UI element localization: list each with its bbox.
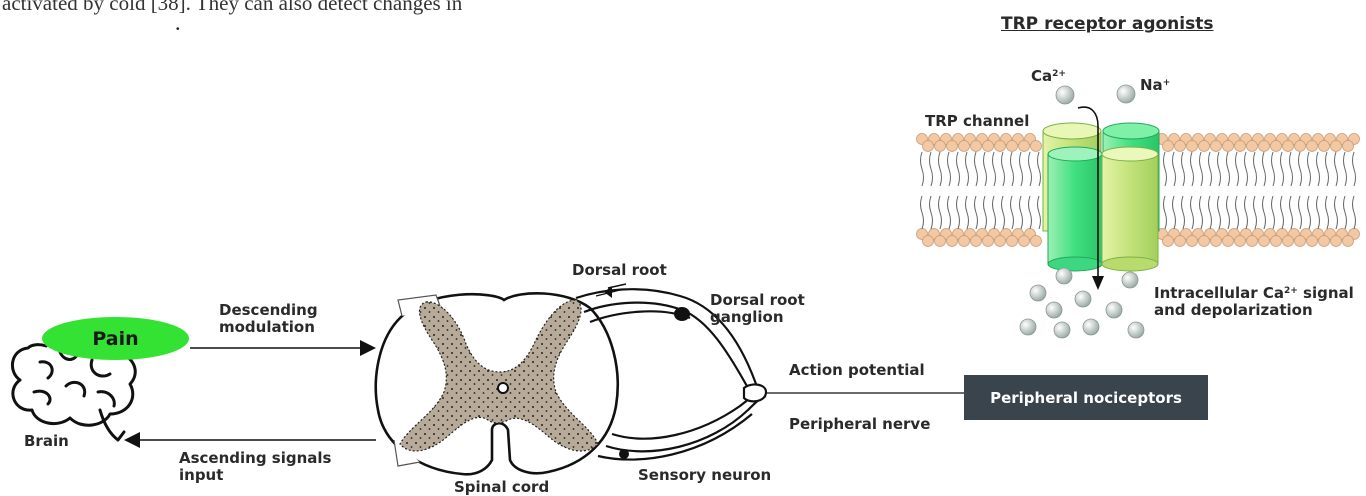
lipid-head — [1259, 141, 1270, 152]
lipid-head — [1247, 236, 1258, 247]
trp-channel-label: TRP channel — [925, 113, 1029, 130]
lipid-head — [971, 236, 982, 247]
lipid-head — [1175, 236, 1186, 247]
lipid-head — [1187, 236, 1198, 247]
lipid-head — [1295, 236, 1306, 247]
lipid-head — [959, 236, 970, 247]
lipid-head — [1007, 141, 1018, 152]
ganglion-cell — [674, 307, 690, 321]
ion-na-label: Na+ — [1140, 77, 1170, 94]
lipid-head — [935, 141, 946, 152]
lipid-head — [1163, 141, 1174, 152]
lipid-head — [995, 236, 1006, 247]
lipid-head — [923, 141, 934, 152]
lipid-head — [995, 141, 1006, 152]
lipid-head — [1175, 141, 1186, 152]
lipid-head — [1319, 236, 1330, 247]
lipid-head — [983, 236, 994, 247]
lipid-head — [1283, 141, 1294, 152]
lipid-head — [1031, 141, 1042, 152]
lipid-head — [1019, 236, 1030, 247]
spinal-cord-label: Spinal cord — [454, 479, 549, 496]
action-potential-label: Action potential — [789, 362, 925, 379]
descending-arrowhead — [360, 340, 376, 356]
lipid-head — [983, 141, 994, 152]
lipid-head — [1331, 141, 1342, 152]
lipid-head — [1319, 141, 1330, 152]
lipid-head — [947, 141, 958, 152]
intracellular-label: Intracellular Ca2+ signal and depolariza… — [1154, 285, 1354, 319]
sensory-neuron-label: Sensory neuron — [638, 467, 771, 484]
lipid-head — [1247, 141, 1258, 152]
spinal-cord-section — [376, 293, 618, 474]
sensory-neuron-cell — [619, 449, 629, 459]
lipid-head — [1271, 236, 1282, 247]
trp-channel — [1043, 123, 1159, 271]
lipid-head — [1223, 141, 1234, 152]
peripheral-nociceptors-box: Peripheral nociceptors — [964, 375, 1208, 420]
extracellular-ions — [1056, 85, 1135, 104]
lipid-head — [923, 236, 934, 247]
lipid-head — [1331, 236, 1342, 247]
lipid-head — [1211, 236, 1222, 247]
lipid-head — [1199, 141, 1210, 152]
intracellular-ions — [1020, 268, 1144, 338]
diagram-title: TRP receptor agonists — [1001, 14, 1213, 34]
lipid-head — [1211, 141, 1222, 152]
lipid-head — [1007, 236, 1018, 247]
lipid-head — [959, 141, 970, 152]
ion-flow-arrowhead — [1092, 276, 1104, 290]
ascending-arrowhead — [124, 432, 140, 448]
ascending-signals-label: Ascending signalsinput — [179, 450, 331, 484]
lipid-head — [1199, 236, 1210, 247]
lipid-head — [1307, 141, 1318, 152]
lipid-head — [947, 236, 958, 247]
lipid-head — [1031, 236, 1042, 247]
brain-label: Brain — [24, 433, 69, 450]
ion-ca-label: Ca2+ — [1031, 68, 1066, 85]
lipid-head — [1259, 236, 1270, 247]
lipid-head — [1283, 236, 1294, 247]
lipid-head — [1235, 141, 1246, 152]
peripheral-nerve-label: Peripheral nerve — [789, 416, 930, 433]
lipid-head — [1307, 236, 1318, 247]
pain-label: Pain — [42, 317, 189, 360]
lipid-head — [1343, 236, 1354, 247]
lipid-head — [1163, 236, 1174, 247]
lipid-head — [1343, 141, 1354, 152]
lipid-head — [971, 141, 982, 152]
lipid-head — [1295, 141, 1306, 152]
dorsal-root-label: Dorsal root — [572, 262, 667, 279]
lipid-head — [1271, 141, 1282, 152]
lipid-head — [1187, 141, 1198, 152]
lipid-head — [935, 236, 946, 247]
lipid-head — [1235, 236, 1246, 247]
lipid-head — [1019, 141, 1030, 152]
lipid-head — [1223, 236, 1234, 247]
